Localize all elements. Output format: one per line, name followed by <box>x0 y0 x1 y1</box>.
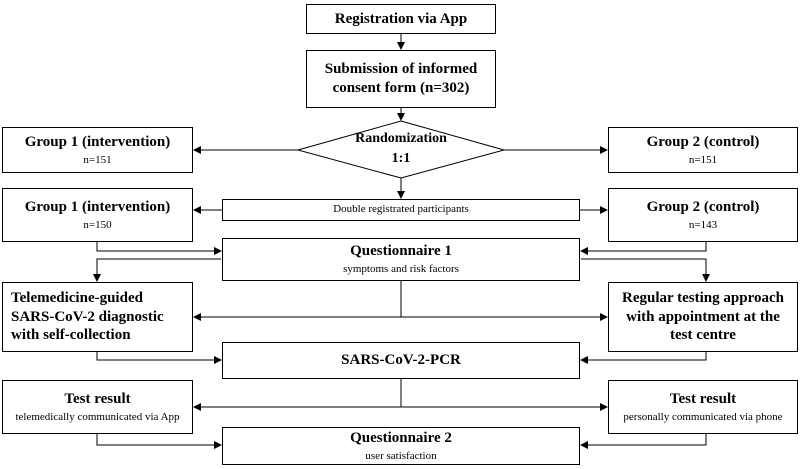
group2-randomized-n: n=151 <box>688 153 718 166</box>
randomization-line1: Randomization <box>355 131 447 146</box>
arrow-group1-q1 <box>96 242 222 255</box>
questionnaire1-sub: symptoms and risk factors <box>343 263 459 275</box>
questionnaire1-box: Questionnaire 1 symptoms and risk factor… <box>222 238 580 281</box>
arrow-telemedicine-pcr <box>96 352 222 364</box>
pcr-box: SARS-CoV-2-PCR <box>222 342 580 379</box>
arrow-regular-pcr <box>580 352 707 364</box>
group2-final-title: Group 2 (control) <box>646 198 760 215</box>
arrow-result-left-q2 <box>96 434 222 449</box>
group1-final-title: Group 1 (intervention) <box>24 198 171 215</box>
group2-randomized-title: Group 2 (control) <box>646 133 760 150</box>
consent-label: Submission of informed consent form (n=3… <box>324 61 478 96</box>
questionnaire2-sub: user satisfaction <box>365 449 437 462</box>
group2-final-box: Group 2 (control) n=143 <box>608 188 798 242</box>
group2-final-n: n=143 <box>688 218 718 231</box>
registration-label: Registration via App <box>334 10 468 27</box>
regular-testing-label: Regular testing approach with appointmen… <box>622 289 784 344</box>
telemedicine-label: Telemedicine-guided SARS-CoV-2 diagnosti… <box>11 289 164 344</box>
double-registered-label: Double registrated participants <box>333 203 469 216</box>
randomization-line2: 1:1 <box>391 151 411 167</box>
arrow-q1-regular <box>581 258 710 282</box>
result-left-title: Test result <box>64 390 131 407</box>
result-left-sub: telemedically communicated via App <box>15 410 180 423</box>
arrow-result-right-q2 <box>580 434 707 449</box>
registration-box: Registration via App <box>306 4 496 34</box>
consent-box: Submission of informed consent form (n=3… <box>306 50 496 108</box>
pcr-label: SARS-CoV-2-PCR <box>341 352 461 369</box>
result-right-title: Test result <box>669 390 737 407</box>
questionnaire2-box: Questionnaire 2 user satisfaction <box>222 427 580 465</box>
questionnaire1-title: Questionnaire 1 <box>350 243 452 260</box>
group1-final-box: Group 1 (intervention) n=150 <box>2 188 193 242</box>
arrow-q1-telemedicine <box>93 258 221 282</box>
questionnaire2-title: Questionnaire 2 <box>350 429 452 446</box>
telemedicine-box: Telemedicine-guided SARS-CoV-2 diagnosti… <box>2 282 193 352</box>
result-right-box: Test result personally communicated via … <box>608 380 798 434</box>
result-left-box: Test result telemedically communicated v… <box>2 380 193 434</box>
arrow-group2-q1 <box>580 242 707 255</box>
randomization-text: Randomization 1:1 <box>340 129 462 170</box>
group1-randomized-title: Group 1 (intervention) <box>24 133 171 150</box>
group1-final-n: n=150 <box>83 218 112 231</box>
group1-randomized-n: n=151 <box>83 153 112 166</box>
double-registered-box: Double registrated participants <box>222 199 580 221</box>
result-right-sub: personally communicated via phone <box>623 410 783 423</box>
randomization-diamond <box>296 120 506 179</box>
group1-randomized-box: Group 1 (intervention) n=151 <box>2 127 193 173</box>
group2-randomized-box: Group 2 (control) n=151 <box>608 127 798 173</box>
regular-testing-box: Regular testing approach with appointmen… <box>608 282 798 352</box>
